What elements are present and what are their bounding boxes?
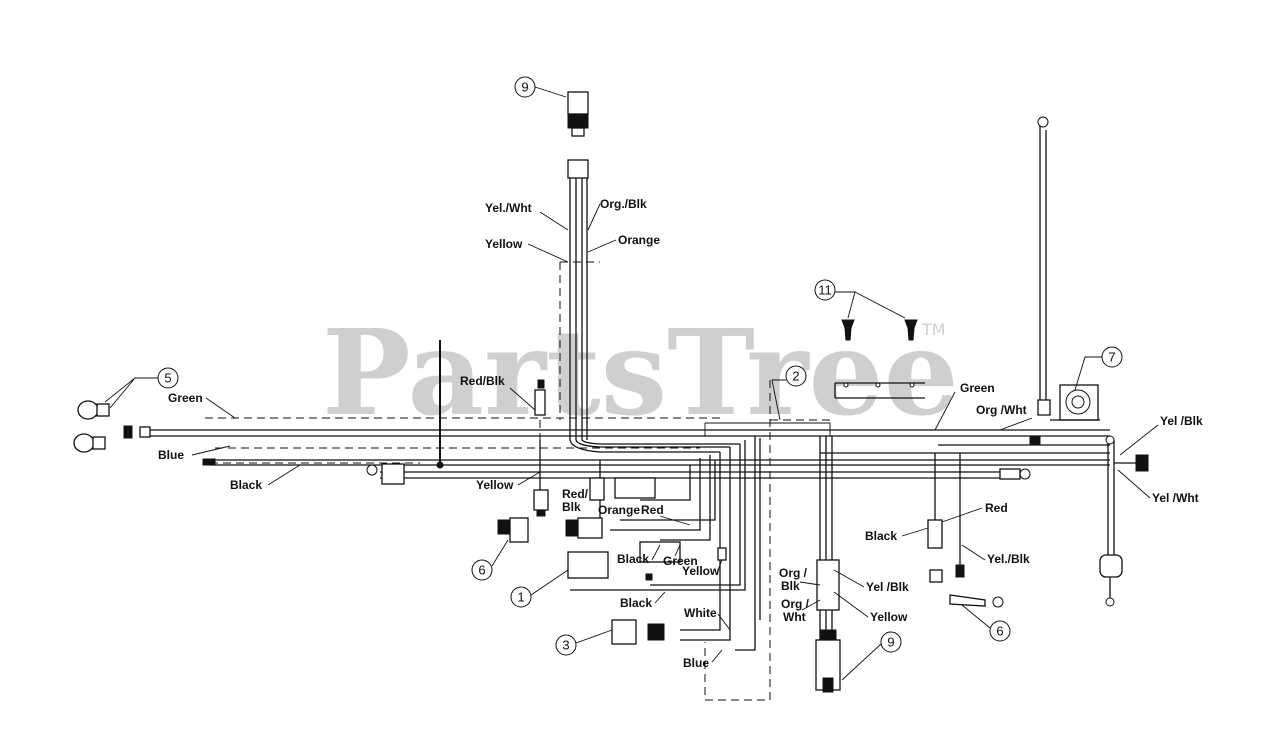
label-red-blk-mid-2: Blk bbox=[562, 500, 581, 514]
label-yel-blk-right: Yel /Blk bbox=[1160, 414, 1203, 428]
label-orange-top: Orange bbox=[618, 233, 660, 247]
callouts: 9 11 5 2 7 6 1 bbox=[104, 76, 1123, 681]
label-black-mid: Black bbox=[617, 552, 649, 566]
svg-text:2: 2 bbox=[792, 369, 799, 384]
callout-3: 3 bbox=[555, 629, 613, 656]
svg-text:11: 11 bbox=[818, 283, 832, 298]
label-green-mid: Green bbox=[663, 554, 698, 568]
right-vertical-wires bbox=[816, 436, 840, 640]
label-blue-bottom: Blue bbox=[683, 656, 709, 670]
label-black-lower: Black bbox=[620, 596, 652, 610]
label-yel-wht-top: Yel./Wht bbox=[485, 201, 532, 215]
label-org-blk-top: Org./Blk bbox=[600, 197, 647, 211]
label-yellow-mid: Yellow bbox=[476, 478, 514, 492]
label-yellow-lower: Yellow bbox=[682, 564, 720, 578]
lower-routing bbox=[539, 436, 761, 651]
label-yel-wht-right: Yel /Wht bbox=[1152, 491, 1199, 505]
svg-text:9: 9 bbox=[887, 635, 894, 650]
label-black-left: Black bbox=[230, 478, 262, 492]
svg-text:1: 1 bbox=[517, 590, 524, 605]
part-2-bracket bbox=[834, 382, 925, 399]
callout-11: 11 bbox=[814, 279, 906, 319]
part-11-screws bbox=[841, 319, 918, 341]
part-9-top bbox=[567, 91, 589, 137]
label-green-left: Green bbox=[168, 391, 203, 405]
label-yellow-vert: Yellow bbox=[870, 610, 908, 624]
svg-text:7: 7 bbox=[1108, 350, 1115, 365]
label-org-wht-vert-1: Org / bbox=[781, 597, 810, 611]
label-org-blk-vert-1: Org / bbox=[779, 566, 808, 580]
label-red-right: Red bbox=[985, 501, 1008, 515]
svg-text:5: 5 bbox=[164, 371, 171, 386]
callout-9-top: 9 bbox=[514, 76, 567, 98]
left-components bbox=[366, 379, 1004, 693]
rod bbox=[436, 340, 444, 469]
vertical-harness bbox=[559, 159, 740, 453]
watermark-text: PartsTree bbox=[322, 303, 959, 442]
dashed-guides bbox=[539, 380, 831, 701]
label-red-blk-left: Red/Blk bbox=[460, 374, 505, 388]
label-org-wht-right: Org /Wht bbox=[976, 403, 1027, 417]
label-yel-blk-vert: Yel /Blk bbox=[866, 580, 909, 594]
svg-text:6: 6 bbox=[996, 624, 1003, 639]
label-yellow-top: Yellow bbox=[485, 237, 523, 251]
label-white: White bbox=[684, 606, 717, 620]
label-red-blk-mid-1: Red/ bbox=[562, 487, 589, 501]
watermark-trademark: TM bbox=[921, 320, 946, 339]
part-5-lamps bbox=[73, 400, 216, 466]
label-blue-left: Blue bbox=[158, 448, 184, 462]
callout-2: 2 bbox=[771, 365, 807, 421]
label-green-right: Green bbox=[960, 381, 995, 395]
callout-6-left: 6 bbox=[471, 539, 509, 581]
wire-labels: Yel./Wht Org./Blk Yellow Orange Green Bl… bbox=[158, 197, 1203, 670]
svg-text:9: 9 bbox=[521, 80, 528, 95]
watermark: PartsTree TM bbox=[322, 303, 959, 442]
callout-5: 5 bbox=[104, 367, 179, 409]
callout-9-bottom: 9 bbox=[841, 631, 902, 681]
label-orange-mid: Orange bbox=[598, 503, 640, 517]
label-red-mid: Red bbox=[641, 503, 664, 517]
callout-1: 1 bbox=[510, 569, 569, 608]
svg-text:6: 6 bbox=[478, 563, 485, 578]
label-yel-blk-lower: Yel./Blk bbox=[987, 552, 1030, 566]
label-black-right: Black bbox=[865, 529, 897, 543]
svg-text:3: 3 bbox=[562, 638, 569, 653]
label-org-blk-vert-2: Blk bbox=[781, 579, 800, 593]
right-side-components bbox=[927, 116, 1149, 607]
callout-6-right: 6 bbox=[961, 604, 1011, 642]
callout-7: 7 bbox=[1074, 346, 1123, 391]
label-org-wht-vert-2: Wht bbox=[783, 610, 806, 624]
